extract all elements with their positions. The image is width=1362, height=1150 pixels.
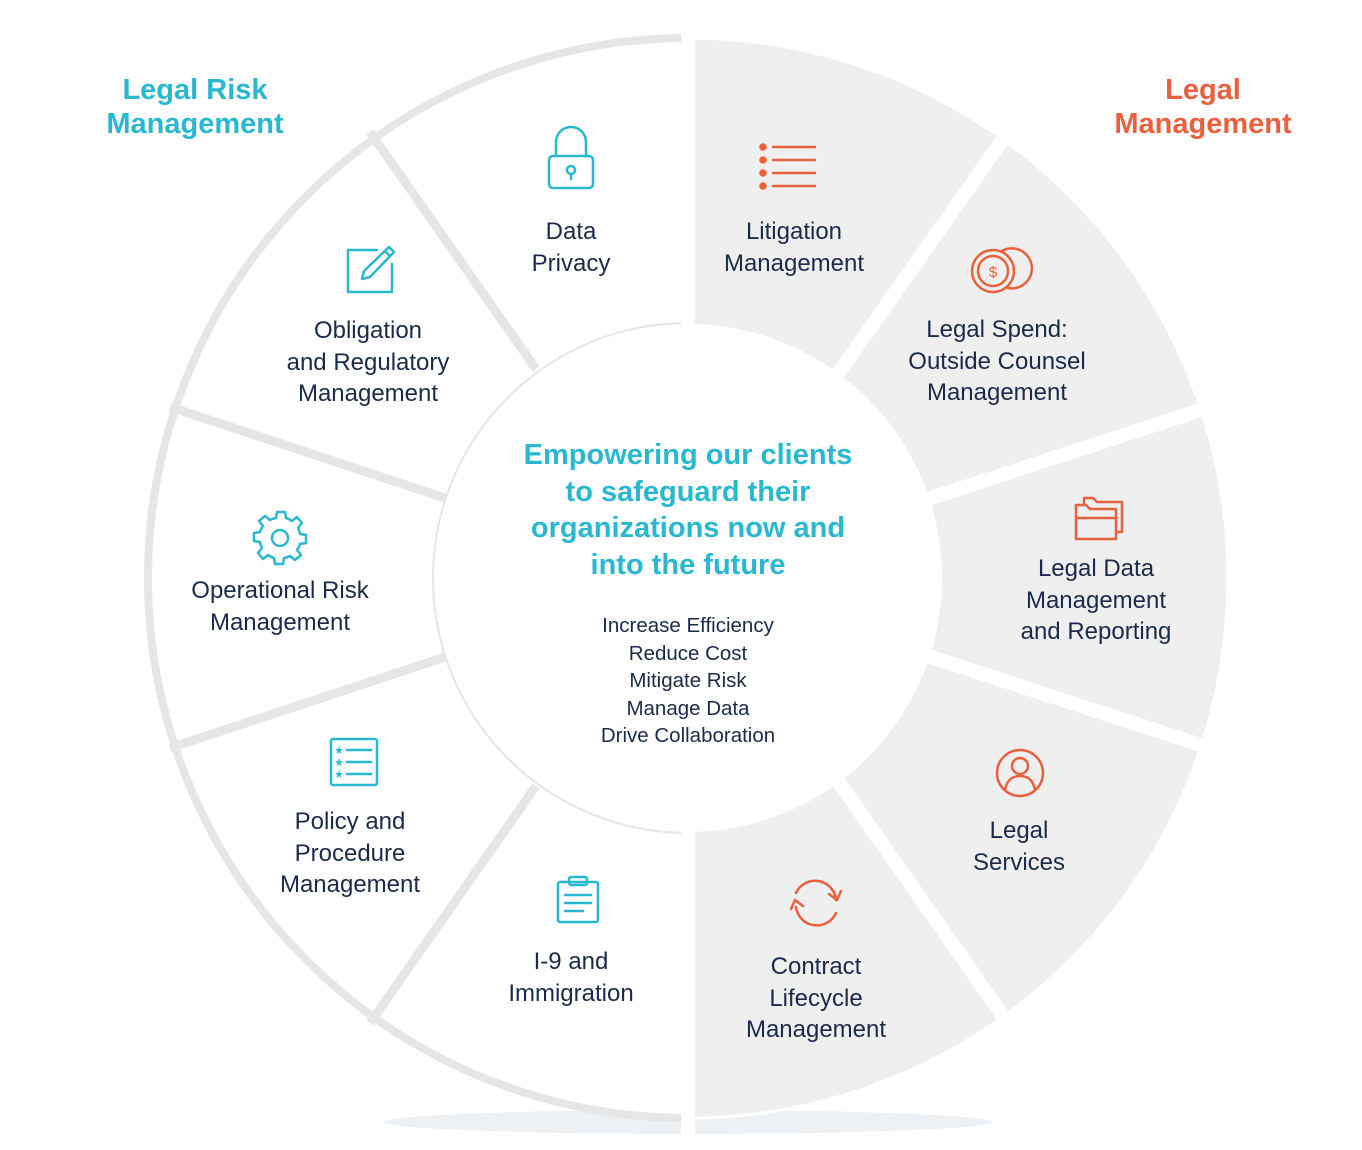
segment-label-line: Management	[279, 871, 421, 898]
segment-label-line: Immigration	[508, 979, 634, 1007]
svg-text:$: $	[989, 264, 998, 281]
goal-item: Mitigate Risk	[629, 669, 747, 692]
goal-item: Manage Data	[626, 696, 750, 720]
lock-icon	[547, 125, 595, 190]
segment-label-line: Management	[1025, 586, 1167, 614]
svg-text:★: ★	[334, 757, 344, 769]
segment-label-line: Litigation	[745, 218, 843, 245]
segment-litigation-management: Litigation Management	[664, 216, 924, 279]
legal-management-title: Legal Management	[1096, 73, 1310, 141]
title-line: Legal	[1165, 74, 1241, 106]
refresh-icon	[789, 879, 843, 927]
segment-label-line: Management	[745, 1016, 887, 1043]
segment-label-line: and Reporting	[1020, 618, 1172, 645]
segment-label-line: I-9 and	[533, 948, 609, 975]
segment-i9-immigration: I-9 and Immigration	[441, 946, 701, 1009]
separator	[366, 783, 540, 1026]
segment-label-line: Legal Spend:	[926, 316, 1068, 343]
segment-label-line: Management	[723, 249, 865, 277]
list-icon	[759, 143, 817, 190]
clipboard-icon	[556, 875, 600, 924]
segment-obligation-regulatory: Obligation and Regulatory Management	[238, 315, 498, 410]
folder-icon	[1074, 496, 1124, 541]
segment-label-line: Privacy	[531, 249, 611, 277]
title-line: Management	[106, 108, 284, 140]
headline-line: to safeguard their	[565, 475, 811, 508]
headline-line: Empowering our clients	[523, 439, 853, 471]
goal-item: Reduce Cost	[628, 641, 748, 665]
segment-label-line: Management	[209, 608, 351, 636]
separator	[925, 400, 1213, 506]
segment-policy-procedure: Policy and Procedure Management	[220, 806, 480, 901]
coins-icon: $	[970, 247, 1034, 294]
segment-label-line: Lifecycle	[769, 984, 863, 1012]
segment-label-line: Data	[545, 218, 597, 245]
segment-label-line: and Regulatory	[286, 348, 450, 376]
separator	[832, 127, 1014, 379]
person-icon	[995, 748, 1045, 798]
svg-text:★: ★	[334, 769, 344, 781]
separator	[925, 649, 1213, 755]
segment-label-line: Obligation	[313, 317, 423, 344]
edit-icon	[346, 245, 396, 294]
title-line: Legal Risk	[122, 74, 268, 106]
risk-management-title: Legal Risk Management	[88, 73, 302, 141]
segment-label-line: Services	[972, 848, 1066, 876]
title-line: Management	[1114, 108, 1292, 140]
gear-icon	[252, 510, 308, 566]
separator	[168, 651, 450, 753]
segment-label-line: Legal Data	[1037, 555, 1155, 582]
separator	[832, 776, 1014, 1028]
segment-label-line: Outside Counsel	[908, 347, 1086, 375]
goal-item: Increase Efficiency	[602, 614, 774, 637]
goal-item: Drive Collaboration	[600, 724, 776, 747]
segment-label-line: Management	[926, 379, 1068, 406]
headline-line: organizations now and	[530, 512, 846, 544]
segment-label-line: Contract	[770, 953, 862, 980]
segment-legal-spend: Legal Spend: Outside Counsel Management	[867, 314, 1127, 409]
checklist-icon: ★ ★ ★	[329, 737, 379, 787]
segment-label-line: Management	[297, 380, 439, 407]
segment-label-line: Legal	[989, 817, 1049, 844]
svg-text:★: ★	[334, 745, 344, 757]
segment-data-privacy: Data Privacy	[441, 216, 701, 279]
segment-legal-data: Legal Data Management and Reporting	[966, 553, 1226, 648]
center-headline: Empowering our clients to safeguard thei…	[470, 437, 906, 583]
segment-operational-risk: Operational Risk Management	[150, 575, 410, 638]
segment-label-line: Operational Risk	[191, 577, 369, 604]
separator	[366, 129, 540, 372]
center-hub	[434, 324, 942, 832]
headline-line: into the future	[590, 548, 786, 581]
segment-legal-services: Legal Services	[889, 815, 1149, 878]
segment-label-line: Policy and	[294, 808, 406, 835]
segment-label-line: Procedure	[294, 839, 406, 867]
segment-contract-lifecycle: Contract Lifecycle Management	[686, 951, 946, 1046]
center-goals-list: Increase Efficiency Reduce Cost Mitigate…	[538, 612, 838, 750]
separator	[168, 402, 450, 504]
